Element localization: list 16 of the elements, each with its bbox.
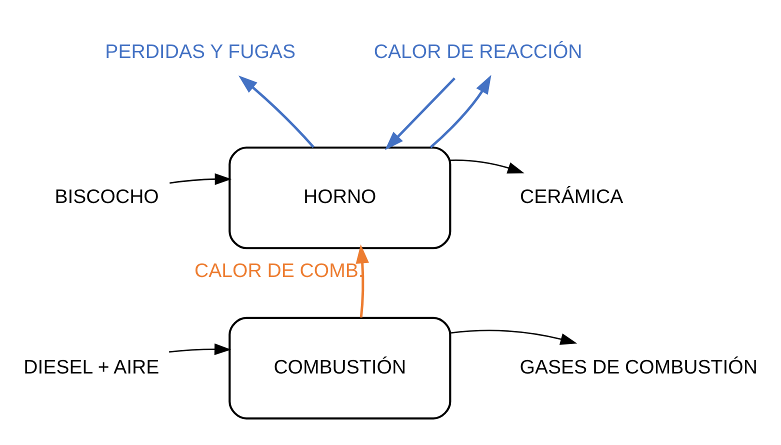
- arrow: [169, 342, 232, 355]
- arrow: [170, 172, 232, 184]
- node-box: COMBUSTIÓN: [228, 316, 452, 419]
- node-text: CALOR DE REACCIÓN: [374, 40, 582, 62]
- node-text: GASES DE COMBUSTIÓN: [520, 356, 758, 378]
- arrow: [238, 75, 314, 148]
- arrow: [356, 244, 369, 318]
- arrow: [450, 159, 524, 174]
- node-text: DIESEL + AIRE: [24, 356, 160, 378]
- arrow: [450, 329, 578, 344]
- arrow: [384, 76, 456, 150]
- node-box: HORNO: [228, 146, 452, 249]
- node-text: BISCOCHO: [54, 186, 159, 208]
- node-text: CERÁMICA: [520, 186, 624, 208]
- arrow: [430, 74, 492, 148]
- node-text: PERDIDAS Y FUGAS: [105, 40, 296, 62]
